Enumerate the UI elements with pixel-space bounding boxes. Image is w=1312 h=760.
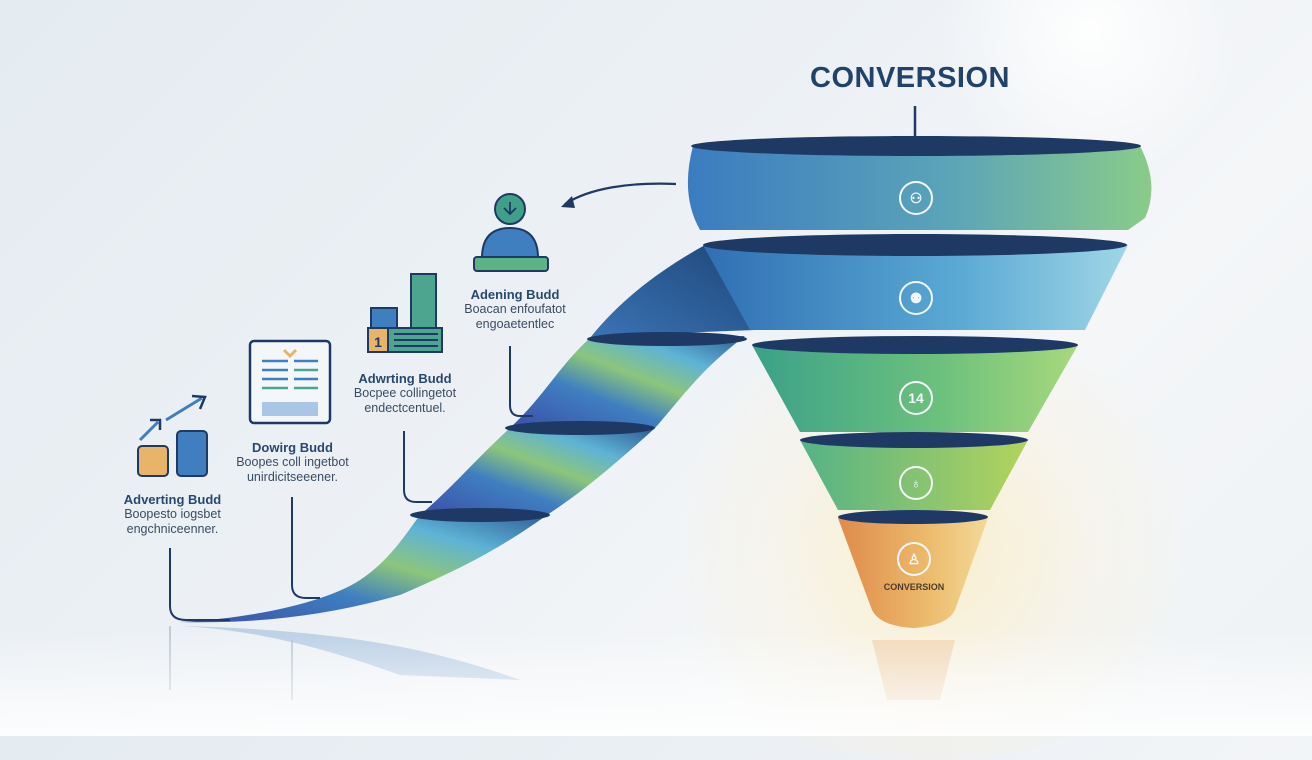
- reflection-fade: [0, 630, 1312, 736]
- stage-label-line: Boopesto iogsbet: [124, 507, 221, 521]
- funnel-badge-4: ♁: [899, 466, 933, 500]
- stage-label-heading: Adwrting Budd: [358, 371, 452, 386]
- stage-label-4: Adverting Budd Boopesto iogsbet engchnic…: [95, 492, 250, 537]
- page-title: CONVERSION: [810, 62, 1010, 94]
- stage-label-1: Adening Budd Boacan enfoufatot engoaeten…: [440, 287, 590, 332]
- funnel-graphic: 1: [0, 106, 1312, 736]
- leader-lines: [169, 346, 533, 621]
- stage-label-heading: Adening Budd: [470, 287, 560, 302]
- bar-chart-icon: 1: [367, 273, 443, 353]
- stage-label-3: Dowirg Budd Boopes coll ingetbot unirdic…: [215, 440, 370, 485]
- document-icon: [248, 339, 332, 425]
- funnel-badge-1: ⚇: [899, 181, 933, 215]
- stage-label-line: engoaetentlec: [475, 317, 555, 331]
- funnel-bottom-label: CONVERSION: [883, 582, 945, 592]
- funnel-badge-5: ♙: [897, 542, 931, 576]
- funnel-badge-2: ⚉: [899, 281, 933, 315]
- growth-arrows-icon: [137, 394, 208, 477]
- curved-arrow: [561, 182, 677, 208]
- stage-label-line: Bocpee collingetot: [353, 386, 457, 400]
- stage-label-line: endectcentuel.: [364, 401, 446, 415]
- stage-label-line: unirdicitseeener.: [246, 470, 339, 484]
- person-at-desk-icon: [473, 193, 549, 272]
- svg-text:1: 1: [374, 334, 382, 350]
- stage-label-line: engchniceenner.: [126, 522, 219, 536]
- stage-label-heading: Dowirg Budd: [252, 440, 333, 455]
- funnel-badge-3: 14: [899, 381, 933, 415]
- stage-label-heading: Adverting Budd: [123, 492, 222, 507]
- stage-label-line: Boopes coll ingetbot: [236, 455, 349, 469]
- stage-label-2: Adwrting Budd Bocpee collingetot endectc…: [330, 371, 480, 416]
- stage-label-line: Boacan enfoufatot: [464, 302, 566, 316]
- ribbon-path: [180, 245, 755, 623]
